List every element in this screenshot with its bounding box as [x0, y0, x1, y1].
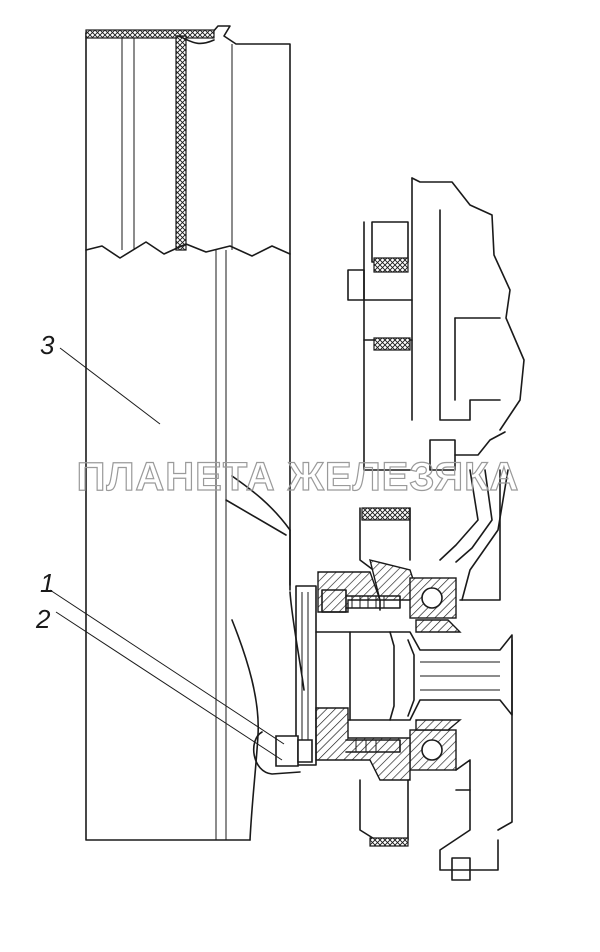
callout-part-3: 3: [40, 330, 55, 360]
leader-part-2: [55, 611, 283, 761]
fan-hub-assembly: [253, 469, 513, 881]
leader-lines: [49, 347, 285, 761]
callout-part-2: 2: [35, 604, 51, 634]
radiator-shroud: [85, 25, 305, 841]
leader-part-1: [49, 589, 285, 745]
tensioner-bracket: [347, 177, 525, 601]
callout-part-1: 1: [40, 568, 54, 598]
watermark: ПЛАНЕТА ЖЕЛЕЗЯКА: [77, 455, 520, 499]
leader-part-3: [59, 347, 161, 425]
